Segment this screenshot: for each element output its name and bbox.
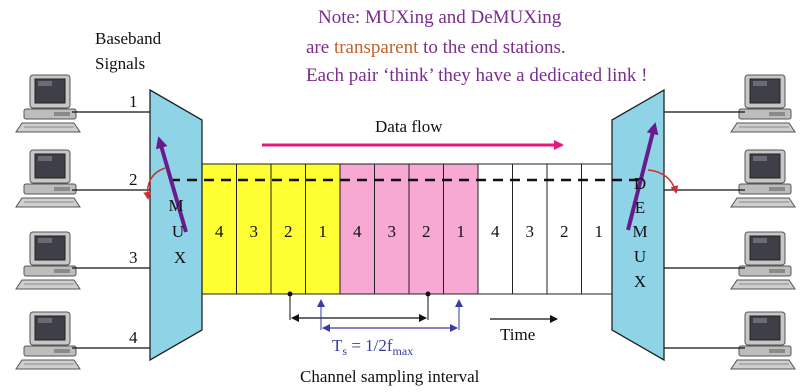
time-slot (581, 163, 617, 295)
input-lines (72, 111, 155, 349)
time-slot (477, 163, 513, 295)
slot-number: 4 (353, 222, 362, 241)
slot-number: 3 (525, 222, 535, 241)
computer-icon (730, 74, 796, 133)
output-lines (660, 111, 745, 349)
slot-number: 2 (560, 222, 569, 241)
channel-number-1: 1 (129, 92, 138, 111)
computer-icon (730, 311, 796, 370)
time-slot (374, 163, 410, 295)
baseband-label-line-1: Baseband (95, 29, 162, 48)
time-slot (408, 163, 444, 295)
mux-rotation-arrow (143, 167, 166, 200)
time-slot (443, 163, 479, 295)
computer-icon (15, 231, 81, 290)
ts-symbol: T (332, 336, 343, 355)
note-line-2-pre: are (306, 37, 330, 58)
slot-number: 2 (422, 222, 431, 241)
slot-number: 1 (594, 222, 604, 241)
demux-block (611, 88, 665, 362)
note-line-2-post: to the end stations. (423, 37, 566, 58)
computer-icon (15, 311, 81, 370)
note-line-1: Note: MUXing and DeMUXing (318, 7, 562, 28)
demux-rotation-arrow (647, 169, 679, 194)
note-line-3: Each pair ‘think’ they have a dedicated … (306, 65, 648, 86)
mux-switch-arrow (155, 136, 188, 233)
channel-number-2: 2 (129, 170, 138, 189)
slot-number: 1 (456, 222, 466, 241)
ts-max-subscript: max (392, 344, 414, 358)
demux-letter: U (633, 247, 647, 266)
slot-number: 3 (387, 222, 397, 241)
sampling-interval (317, 299, 463, 332)
computer-icon (730, 231, 796, 290)
slot-number: 4 (215, 222, 224, 241)
demux-letter: E (634, 198, 646, 217)
demux-letter: D (633, 174, 647, 193)
demux-letter: X (633, 272, 647, 291)
slot-number: 1 (318, 222, 328, 241)
time-slot (236, 163, 272, 295)
computer-icon (730, 149, 796, 208)
ts-equals: = 1/2f (347, 336, 393, 355)
channel-number-3: 3 (129, 248, 138, 267)
slot-number: 3 (249, 222, 259, 241)
mux-letter: M (168, 196, 184, 215)
baseband-label-line-2: Signals (95, 54, 146, 73)
slot-number: 4 (491, 222, 500, 241)
note-highlight: transparent (333, 37, 419, 58)
data-flow-label: Data flow (375, 117, 443, 136)
mux-letter: U (171, 222, 185, 241)
note-line-2: are transparent to the end stations. (306, 38, 566, 57)
computer-icon (15, 74, 81, 133)
channel-number-4: 4 (129, 328, 138, 347)
black-interval (287, 291, 431, 322)
ts-subscript: s (342, 344, 348, 358)
demux-switch-arrow (626, 122, 659, 231)
demux-letter: M (632, 222, 648, 241)
frame-slots (201, 163, 617, 295)
sampling-formula: Ts = 1/2fmax (332, 336, 413, 357)
mux-letter: X (173, 248, 187, 267)
channel-sampling-label: Channel sampling interval (300, 367, 480, 386)
time-label: Time (500, 325, 536, 344)
time-slot (546, 163, 582, 295)
slot-number: 2 (284, 222, 293, 241)
computer-icon (15, 149, 81, 208)
